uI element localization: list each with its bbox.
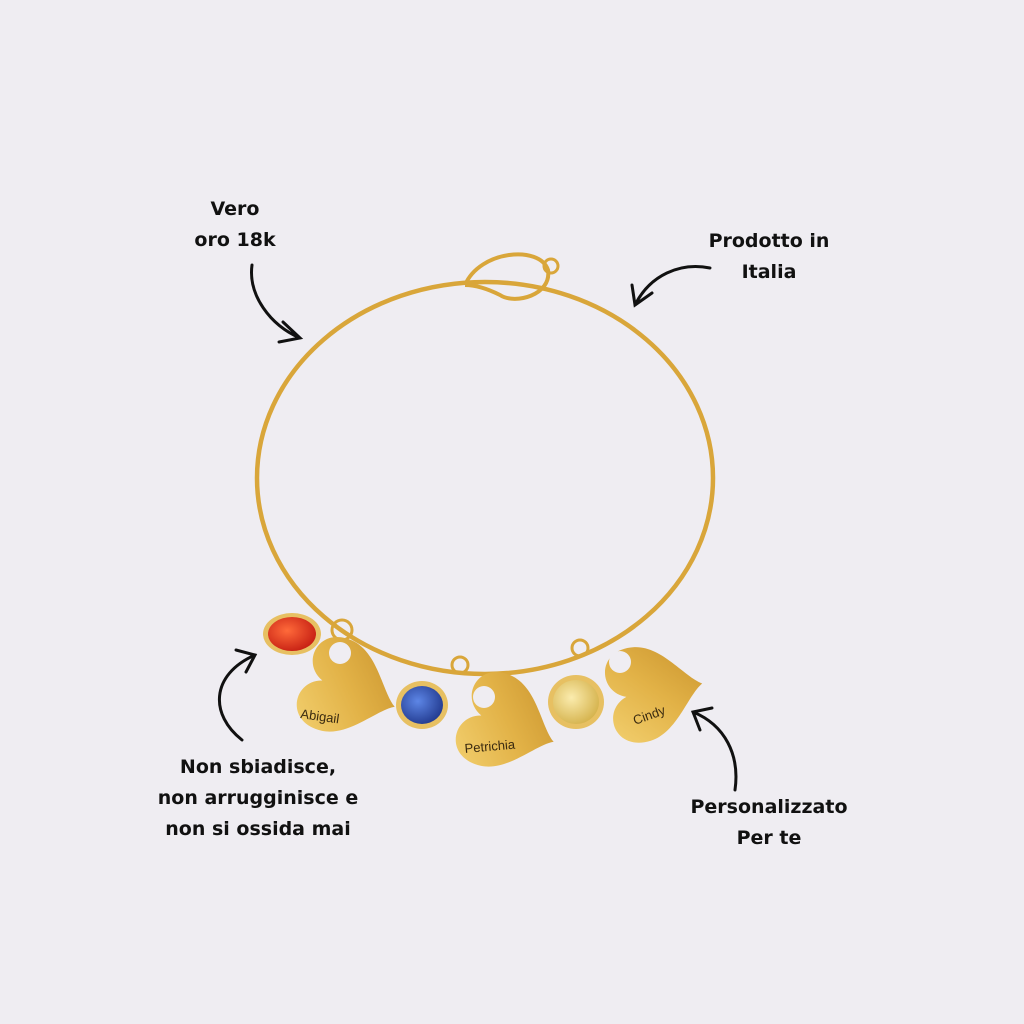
- callout-line: Personalizzato: [690, 796, 848, 818]
- callout-line: non arrugginisce e: [157, 787, 359, 809]
- callout-line: Italia: [741, 261, 797, 283]
- callout-durability: Non sbiadisce, non arrugginisce e non si…: [158, 752, 359, 845]
- charm-cindy: Cindy: [548, 636, 711, 747]
- arrow-top-left-icon: [250, 263, 304, 344]
- bangle: [254, 279, 716, 677]
- callout-personalized: Personalizzato Per te: [691, 792, 848, 854]
- callout-line: Non sbiadisce,: [179, 756, 337, 778]
- callout-line: Prodotto in: [708, 230, 830, 252]
- arrow-bottom-left-icon: [218, 648, 258, 742]
- arrow-bottom-right-icon: [690, 706, 738, 792]
- callout-line: oro 18k: [194, 229, 276, 251]
- engraving-petrichia: Petrichia: [464, 737, 516, 756]
- clasp: [463, 252, 551, 301]
- charm-petrichia: Petrichia: [396, 655, 571, 787]
- callout-line: non si ossida mai: [165, 818, 351, 840]
- charm-abigail: Abigail: [263, 613, 412, 752]
- engraving-abigail: Abigail: [300, 706, 341, 726]
- callout-line: Vero: [210, 198, 260, 220]
- callout-made-in-italy: Prodotto in Italia: [709, 226, 830, 288]
- callout-line: Per te: [736, 827, 802, 849]
- callout-gold: Vero oro 18k: [194, 194, 275, 256]
- arrow-top-right-icon: [630, 265, 712, 308]
